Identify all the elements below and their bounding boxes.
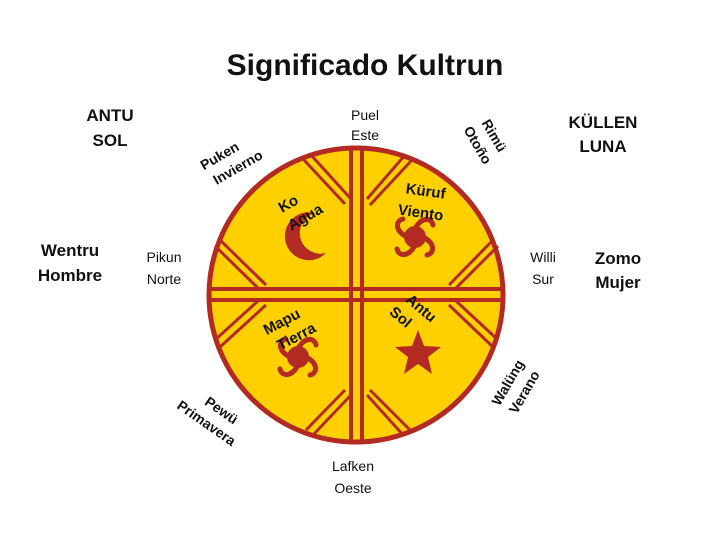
label-pewu-primavera: PewüPrimavera <box>174 381 250 449</box>
label-rimu-otono: RimüOtoño <box>461 114 512 167</box>
label-walung-verano: WalüngVerano <box>488 357 543 418</box>
label-puken-invierno: PukenInvierno <box>197 130 265 189</box>
moon-icon <box>284 212 326 261</box>
kultrun-disc <box>206 145 506 445</box>
label-kuruf-viento: KürufViento <box>397 180 448 225</box>
label-antu-sol-quadrant: AntuSol <box>386 288 439 341</box>
diagonal-lines <box>213 153 500 438</box>
page-title: Significado Kultrun <box>227 49 504 82</box>
star-icon <box>395 330 441 374</box>
